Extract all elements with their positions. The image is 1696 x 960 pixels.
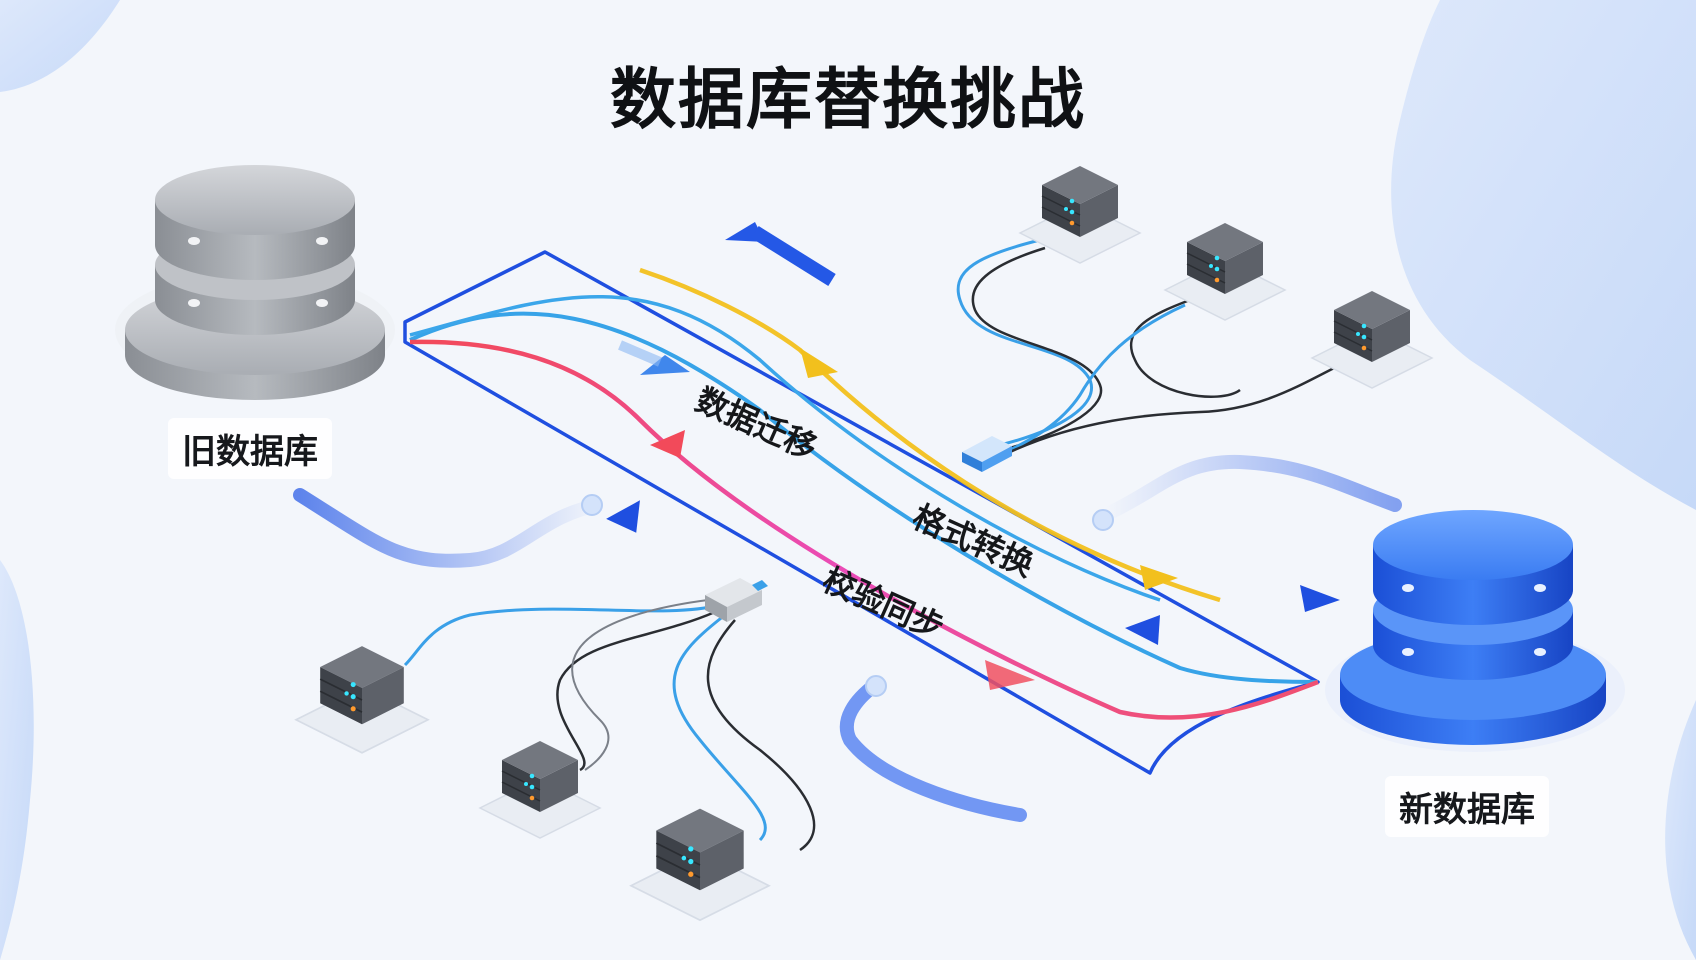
cable	[971, 246, 1103, 450]
network-switch-icon	[705, 578, 768, 622]
background-blob	[0, 0, 120, 92]
cable	[403, 603, 721, 667]
server-icon	[1019, 165, 1141, 264]
network-switch-icon	[962, 436, 1012, 472]
node-dot	[1092, 509, 1114, 531]
arrow-icon	[751, 226, 836, 286]
arrow-icon	[985, 660, 1035, 690]
arrow-icon	[1300, 585, 1340, 612]
arrow-icon	[1140, 565, 1178, 590]
flow-line-yellow	[639, 267, 1221, 603]
cable	[1009, 363, 1341, 454]
node-dot	[581, 494, 603, 516]
decor-pipe	[839, 678, 1027, 822]
background-blob	[0, 560, 34, 960]
decor-pipe	[1098, 454, 1402, 522]
cable	[1129, 298, 1241, 398]
page-title: 数据库替换挑战	[610, 61, 1086, 138]
cable	[1009, 303, 1186, 452]
new-database-icon	[1325, 510, 1625, 752]
background-blob	[1391, 0, 1696, 510]
server-icon	[1311, 290, 1433, 389]
cable	[706, 619, 816, 852]
flow-line-red-magenta	[409, 339, 1319, 720]
cable	[556, 610, 716, 772]
arrow-icon	[800, 348, 838, 378]
arrow-icon	[640, 355, 690, 375]
server-icon	[630, 807, 770, 922]
new-database-label: 新数据库	[1385, 776, 1549, 837]
cable	[956, 238, 1093, 447]
decor-pipe	[293, 488, 607, 568]
cable	[571, 599, 709, 771]
old-database-icon	[115, 165, 395, 400]
old-database-label: 旧数据库	[168, 418, 332, 479]
cable	[672, 613, 767, 842]
flow-line-cyan-upper	[409, 295, 1161, 602]
arrow-icon	[618, 340, 662, 367]
node-dot	[865, 675, 887, 697]
arrow-icon	[1125, 615, 1160, 645]
arrow-icon	[606, 500, 640, 533]
flow-line-cyan	[409, 311, 1319, 684]
background-blob	[1665, 700, 1696, 960]
arrow-icon	[650, 430, 685, 458]
